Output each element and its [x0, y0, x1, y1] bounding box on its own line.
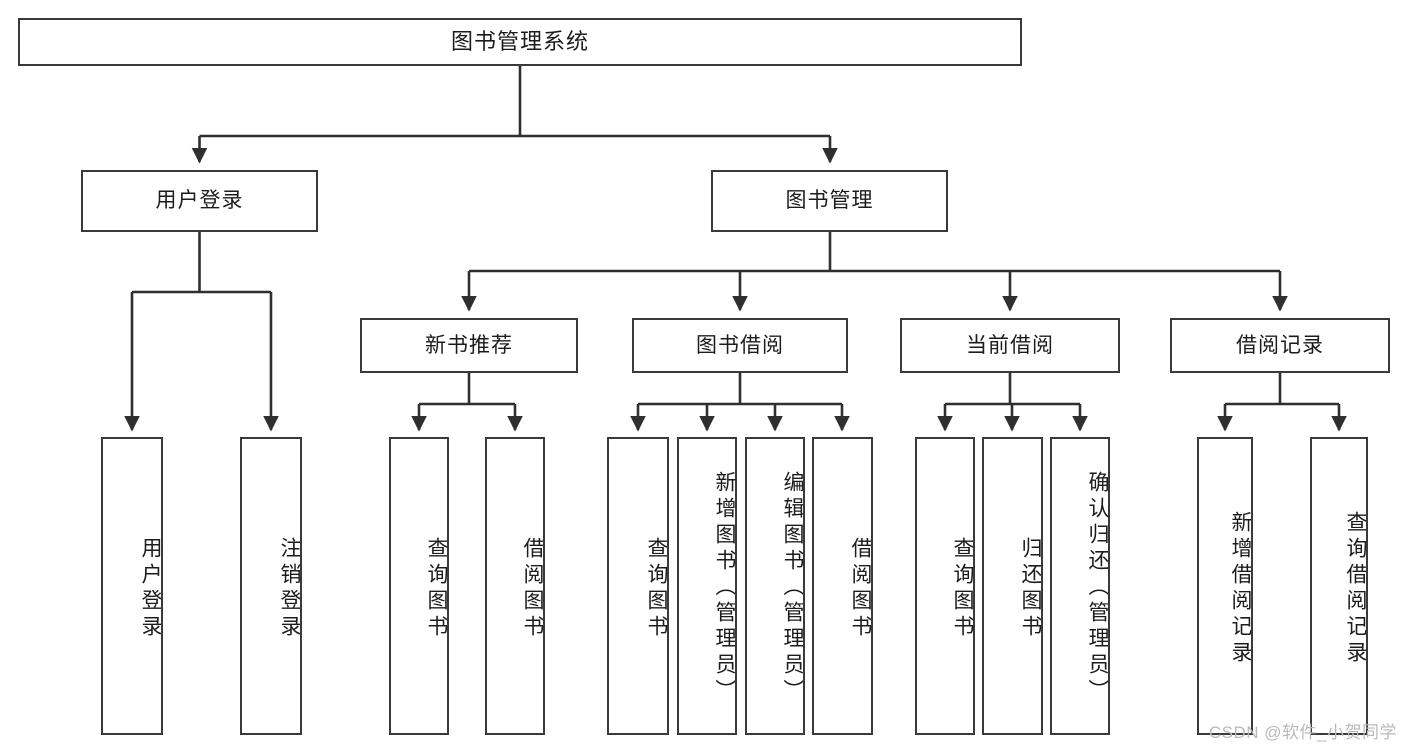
- leaf-borrow-book-newrec[interactable]: 借阅图书: [485, 437, 545, 735]
- node-borrow-record[interactable]: 借阅记录: [1170, 318, 1390, 373]
- node-current-borrow[interactable]: 当前借阅: [900, 318, 1120, 373]
- leaf-confirm-return-admin[interactable]: 确认归还（管理员）: [1050, 437, 1110, 735]
- leaf-logout-login[interactable]: 注销登录: [240, 437, 302, 735]
- leaf-edit-book-admin[interactable]: 编辑图书（管理员）: [745, 437, 805, 735]
- leaf-borrow-book[interactable]: 借阅图书: [812, 437, 873, 735]
- node-book-manage[interactable]: 图书管理: [711, 170, 948, 232]
- leaf-user-login[interactable]: 用户登录: [101, 437, 163, 735]
- leaf-query-book-current[interactable]: 查询图书: [915, 437, 975, 735]
- leaf-add-borrow-record[interactable]: 新增借阅记录: [1197, 437, 1253, 735]
- node-book-borrow[interactable]: 图书借阅: [632, 318, 848, 373]
- leaf-return-book[interactable]: 归还图书: [982, 437, 1043, 735]
- watermark-text: CSDN @软件_小贺同学: [1208, 723, 1397, 742]
- leaf-query-book-borrow[interactable]: 查询图书: [607, 437, 669, 735]
- node-root-system[interactable]: 图书管理系统: [18, 18, 1022, 66]
- node-user-login[interactable]: 用户登录: [81, 170, 318, 232]
- node-new-book-recommend[interactable]: 新书推荐: [360, 318, 578, 373]
- leaf-query-borrow-record[interactable]: 查询借阅记录: [1310, 437, 1368, 735]
- leaf-query-book-newrec[interactable]: 查询图书: [389, 437, 449, 735]
- leaf-add-book-admin[interactable]: 新增图书（管理员）: [677, 437, 737, 735]
